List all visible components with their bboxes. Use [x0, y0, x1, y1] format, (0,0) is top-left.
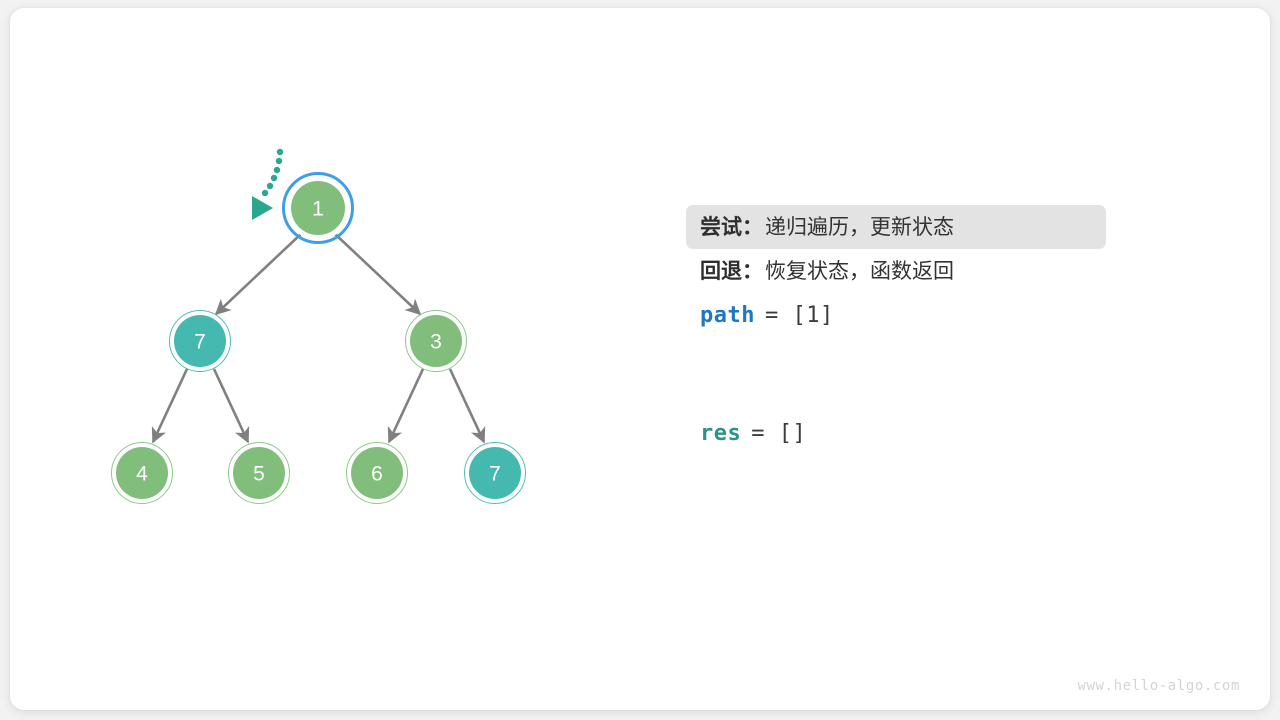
tree-node-6[interactable]: 6 [346, 442, 408, 504]
res-variable-value: = [] [751, 420, 807, 446]
node-label: 1 [312, 198, 324, 221]
res-variable-row: res = [] [686, 411, 1106, 455]
backtrack-step-value: 恢复状态，函数返回 [765, 259, 954, 283]
tree-node-1[interactable]: 1 [282, 172, 354, 244]
node-inner-ring [406, 311, 466, 371]
node-body [233, 447, 285, 499]
node-body [410, 315, 462, 367]
path-variable-row: path = [1] [686, 293, 1106, 337]
tree-node-5[interactable]: 5 [228, 442, 290, 504]
node-label: 7 [489, 463, 501, 486]
watermark: www.hello-algo.com [1077, 678, 1240, 694]
node-inner-ring [465, 443, 525, 503]
path-variable-value: = [1] [764, 302, 834, 328]
pointer-dot [276, 148, 284, 156]
state-panel: 尝试： 递归遍历，更新状态 回退： 恢复状态，函数返回 path = [1] r… [686, 205, 1106, 455]
node-inner-ring [229, 443, 289, 503]
node-label: 7 [194, 331, 206, 354]
pointer-dot [261, 189, 269, 197]
pointer-dot [273, 166, 281, 174]
try-step-value: 递归遍历，更新状态 [765, 215, 954, 239]
edge-3-7 [448, 368, 486, 444]
node-body [469, 447, 521, 499]
try-step-row: 尝试： 递归遍历，更新状态 [686, 205, 1106, 249]
path-variable-name: path [700, 302, 755, 328]
node-inner-ring [112, 443, 172, 503]
panel-spacer [686, 337, 1106, 411]
node-label: 4 [136, 463, 148, 486]
edge-1-3 [333, 232, 422, 316]
edge-7-5 [212, 368, 250, 444]
backtrack-step-key: 回退： [700, 259, 763, 283]
edge-3-6 [387, 368, 425, 444]
node-body [351, 447, 403, 499]
node-label: 5 [253, 463, 265, 486]
tree-node-4[interactable]: 4 [111, 442, 173, 504]
pointer-dot [275, 157, 283, 165]
node-inner-ring [286, 176, 350, 240]
backtrack-step-row: 回退： 恢复状态，函数返回 [686, 249, 1106, 293]
node-body [291, 181, 345, 235]
edge-7-4 [151, 368, 189, 444]
pointer-dot [270, 174, 278, 182]
node-highlight-ring [282, 172, 354, 244]
tree-node-7-left[interactable]: 7 [169, 310, 231, 372]
node-body [174, 315, 226, 367]
node-label: 6 [371, 463, 383, 486]
node-label: 3 [430, 331, 442, 354]
tree-edges [151, 232, 486, 444]
tree-nodes: 1 7 3 4 [111, 172, 526, 504]
pointer-arrowhead-icon [252, 196, 273, 220]
node-body [116, 447, 168, 499]
recursion-pointer-icon [252, 148, 284, 220]
node-inner-ring [170, 311, 230, 371]
white-card-background [10, 8, 1270, 710]
tree-node-3[interactable]: 3 [405, 310, 467, 372]
node-inner-ring [347, 443, 407, 503]
res-variable-name: res [700, 420, 742, 446]
tree-node-7-right[interactable]: 7 [464, 442, 526, 504]
try-step-key: 尝试： [700, 215, 763, 239]
pointer-dot [266, 182, 274, 190]
edge-1-7 [214, 232, 303, 316]
